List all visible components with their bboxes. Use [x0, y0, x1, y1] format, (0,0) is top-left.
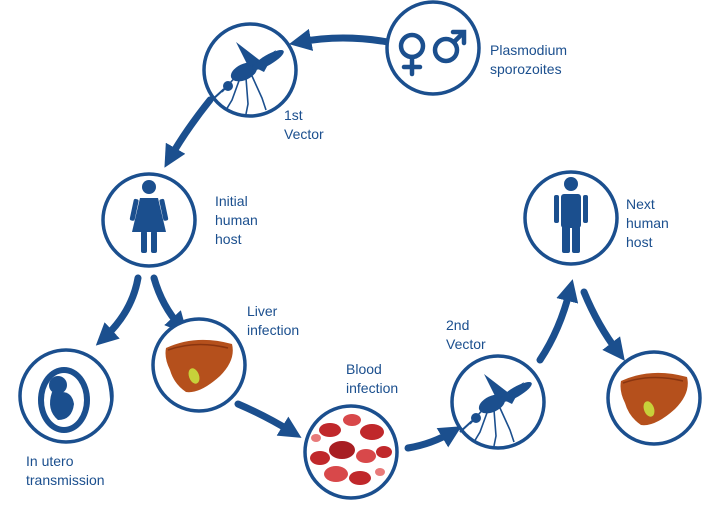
- node-plasmodium: [385, 0, 481, 96]
- arrow-liver-to-blood: [234, 400, 302, 438]
- woman-icon: [129, 180, 169, 253]
- node-in-utero: [18, 348, 114, 444]
- node-vector1: [202, 22, 298, 118]
- label-initial-host: Initial human host: [215, 193, 258, 247]
- arrow-blood-to-vector2: [404, 426, 462, 452]
- label-in-utero: In utero transmission: [26, 453, 105, 488]
- flow-arrows: [95, 28, 625, 452]
- liver-icon: [620, 372, 688, 426]
- arrow-host-to-utero: [95, 274, 142, 346]
- node-liver2: [606, 350, 702, 446]
- node-initial-host: [101, 172, 197, 268]
- mosquito-icon: [211, 42, 284, 115]
- label-plasmodium: Plasmodium sporozoites: [490, 42, 568, 77]
- arrow-vector1-to-host: [164, 96, 214, 168]
- label-blood: Blood infection: [346, 361, 399, 396]
- mosquito-icon: [459, 374, 532, 447]
- label-vector2: 2nd Vector: [446, 317, 486, 352]
- man-icon: [554, 177, 588, 253]
- label-vector1: 1st Vector: [284, 107, 324, 142]
- arrow-vector2-to-nexthost: [536, 279, 579, 364]
- label-next-host: Next human host: [626, 196, 669, 250]
- blood-cells-icon: [310, 414, 392, 485]
- node-liver1: [151, 317, 247, 413]
- arrow-plasmodium-to-vector1: [288, 28, 392, 51]
- arrow-nexthost-to-liver2: [580, 288, 625, 361]
- label-liver1: Liver infection: [247, 303, 300, 338]
- arrow-host-to-liver: [150, 274, 188, 335]
- liver-icon: [165, 339, 233, 393]
- male-female-icon: [398, 29, 467, 77]
- node-next-host: [523, 170, 619, 266]
- node-vector2: [450, 354, 546, 450]
- node-blood: [303, 404, 399, 500]
